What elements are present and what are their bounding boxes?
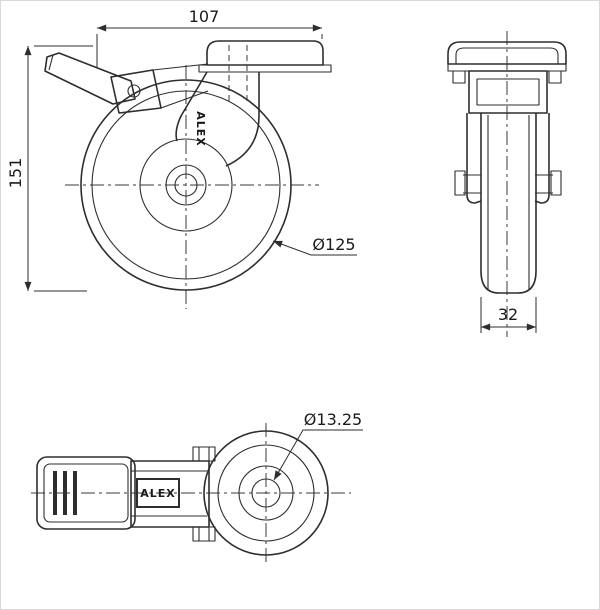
- dim-107-label: 107: [189, 7, 220, 26]
- dim-151-label: 151: [6, 158, 25, 189]
- bolt-lug-bottom: [192, 526, 216, 542]
- plan-dome-ring: [217, 444, 315, 542]
- mounting-plate: [198, 64, 332, 73]
- swivel-top-cap: [206, 40, 324, 66]
- dimension-bolt-hole: Ø13.25: [273, 410, 363, 481]
- wheel-tread-circle: [91, 90, 281, 280]
- plan-hub-ring: [238, 465, 294, 521]
- side-top-cap-inner: [455, 47, 559, 64]
- side-plate-lug-left: [452, 70, 466, 84]
- wheel-outer-circle: [80, 79, 292, 291]
- dimension-diameter-125: Ø125: [272, 235, 357, 256]
- brake-lever-arm: [44, 52, 136, 105]
- brake-housing: [110, 69, 162, 114]
- plan-brake-pedal: [36, 456, 136, 530]
- brand-label-box: [136, 478, 180, 508]
- dim-125-label: Ø125: [312, 235, 355, 254]
- plan-brand-logo: ALEX: [140, 487, 176, 500]
- swivel-fork: [175, 71, 260, 167]
- plan-brand-label: ALEX: [136, 478, 180, 508]
- pedal-tread-bars: [53, 471, 77, 515]
- swivel-housing-inner: [476, 78, 540, 106]
- hub-inner-circle: [165, 164, 207, 206]
- front-view-centerlines: [65, 65, 319, 309]
- plan-bolt-hole: [251, 478, 281, 508]
- hub-outer-circle: [139, 138, 233, 232]
- dim-13-25-label: Ø13.25: [304, 410, 362, 429]
- side-top-cap: [447, 41, 567, 65]
- side-view: 32: [447, 31, 567, 337]
- pedal-outer: [36, 456, 136, 530]
- kingpin-hidden-lines: [228, 45, 248, 105]
- plan-bracket: [130, 446, 216, 542]
- side-plate-lug-right: [548, 70, 562, 84]
- plan-view-centerlines: [31, 423, 351, 563]
- front-view: ALEX 107 151 Ø125: [6, 7, 357, 309]
- plan-dome-outer: [203, 430, 329, 556]
- bolt-lug-top: [192, 446, 216, 462]
- dimension-tread-32: 32: [480, 297, 537, 333]
- swivel-housing: [468, 70, 548, 114]
- side-wheel-tread-lines: [487, 115, 530, 289]
- dimension-width-107: 107: [96, 7, 323, 67]
- bracket-body: [130, 460, 210, 528]
- axle-hole-circle: [174, 173, 198, 197]
- pedal-inner: [43, 463, 129, 523]
- plan-view: ALEX Ø13.25: [31, 410, 363, 563]
- dim-32-label: 32: [498, 305, 518, 324]
- axle-nut-right: [550, 170, 562, 196]
- dimension-height-151: 151: [6, 45, 93, 292]
- axle-nut-left: [454, 170, 466, 196]
- side-fork-legs: [454, 113, 562, 204]
- front-brand-logo: ALEX: [194, 111, 207, 147]
- brake-pivot: [127, 84, 141, 98]
- brake-lever: [44, 52, 209, 114]
- side-wheel-profile: [480, 113, 537, 294]
